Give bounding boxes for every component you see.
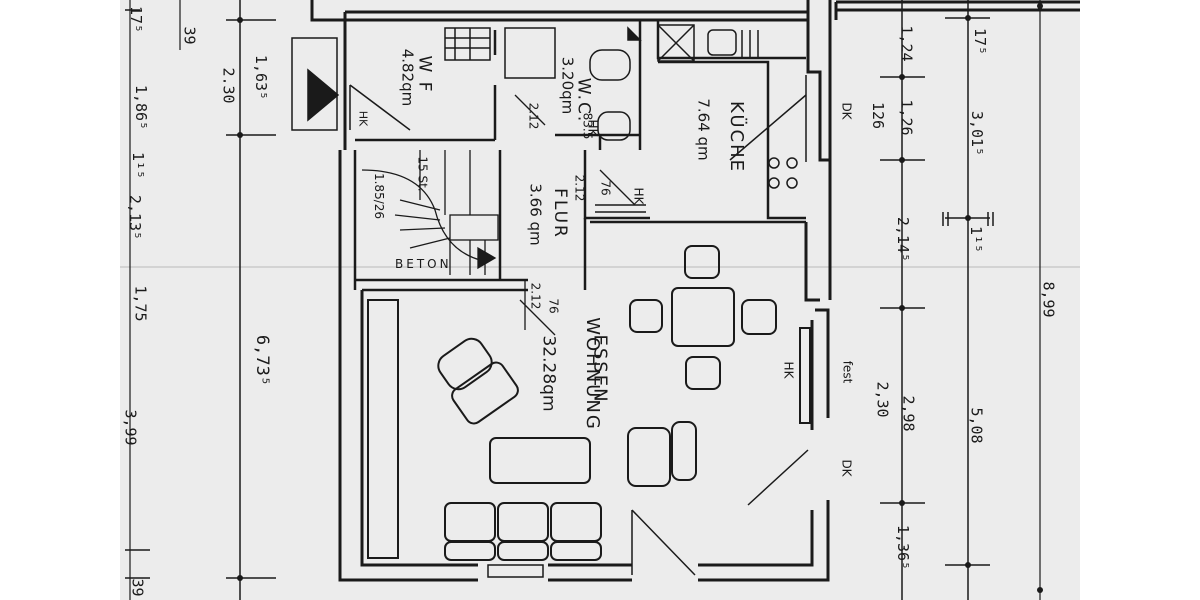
room-name-wohnung: WOHNUNG — [581, 317, 603, 431]
hk-label-kueche: HK — [631, 187, 646, 205]
dim-left-3: 2.30 — [219, 67, 238, 104]
dim-right-outer-2: 1¹⁵ — [967, 225, 986, 254]
room-area-wf: 4.82qm — [398, 48, 417, 107]
dim-right-inner-6: 1,36⁵ — [894, 524, 913, 571]
door-swings — [514, 94, 636, 336]
living-furniture — [367, 245, 811, 578]
dim-left-0: 17⁵ — [127, 5, 146, 34]
dim-left-8: 6,73⁵ — [252, 334, 273, 387]
dim-right-outer-1: 3,01⁵ — [968, 110, 987, 157]
door-height-wohnen: 2.12 — [528, 282, 543, 310]
room-name-flur: FLUR — [549, 188, 570, 239]
door-height-kueche: 2.12 — [572, 174, 587, 202]
dim-left-5: 1¹⁵ — [129, 151, 148, 180]
room-area-flur: 3.66 qm — [526, 183, 545, 246]
wf-fixtures — [291, 27, 491, 131]
kitchen-fixtures — [595, 24, 807, 213]
dim-right-outer-0: 17⁵ — [971, 27, 990, 56]
room-name-wf: W F — [414, 55, 435, 94]
dim-right-outer-3: 5,08 — [967, 407, 986, 444]
fest-label: fest — [840, 360, 855, 384]
stair-steps: 15 St. — [415, 156, 430, 192]
beton-label: BETON — [395, 257, 452, 271]
staircase — [361, 150, 499, 275]
dim-left-7: 1,75 — [131, 285, 150, 322]
door-width-kueche: 76 — [598, 180, 613, 196]
hk-label-wohnen: HK — [781, 361, 796, 379]
dim-right-inner-5: 2,30 — [873, 381, 892, 418]
dim-right-inner-4: 2,98 — [899, 395, 918, 432]
dim-left-10: 39 — [128, 578, 147, 597]
dim-right-inner-0: 1,24 — [897, 25, 916, 62]
hk-label-wf: HK — [356, 110, 370, 127]
dim-left-4: 1,86⁵ — [132, 84, 151, 131]
dim-right-total: 8,99 — [1039, 281, 1058, 318]
dim-right-inner-2: 126 — [869, 101, 888, 130]
room-area-wc: 3.20qm — [558, 56, 577, 115]
dim-left-1: 39 — [180, 26, 199, 45]
dim-left-6: 2,13⁵ — [126, 194, 145, 241]
hk-label-wc: HK — [585, 119, 600, 137]
stair-height: 1.85/26 — [372, 172, 387, 220]
room-area-wohnen: 32.28qm — [538, 335, 559, 412]
room-area-kueche: 7.64 qm — [694, 98, 713, 161]
wc-fixtures — [504, 26, 642, 141]
dk-label-bottom: DK — [839, 459, 854, 477]
dim-left-2: 1,63⁵ — [252, 54, 271, 101]
exterior-walls — [310, 0, 1080, 582]
dim-right-inner-1: 1,26 — [897, 99, 916, 136]
door-height-wc: 2.12 — [526, 102, 541, 130]
dim-left-9: 3,99 — [121, 409, 140, 446]
paper-fold-line — [120, 266, 1080, 268]
dim-right-inner-3: 2,14⁵ — [894, 216, 913, 263]
door-width-wohnen: 76 — [546, 298, 561, 314]
dk-label-top: DK — [839, 102, 854, 120]
paper-sheet — [120, 0, 1080, 600]
room-name-kueche: KÜCHE — [725, 101, 747, 173]
